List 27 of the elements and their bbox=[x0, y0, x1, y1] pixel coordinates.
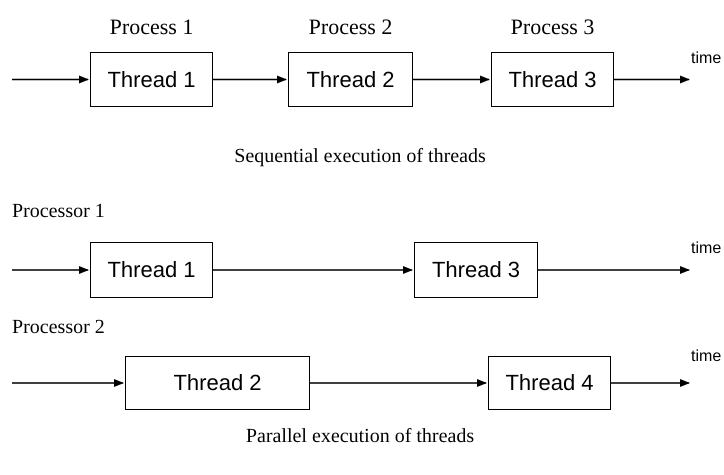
time-label: time bbox=[691, 50, 722, 68]
arrow bbox=[310, 379, 487, 387]
processor-label: Processor 2 bbox=[12, 316, 105, 339]
caption: Parallel execution of threads bbox=[246, 425, 474, 448]
thread-box: Thread 1 bbox=[90, 52, 213, 107]
thread-box: Thread 3 bbox=[491, 52, 614, 107]
arrow bbox=[611, 379, 690, 387]
thread-box: Thread 1 bbox=[90, 242, 213, 298]
caption: Sequential execution of threads bbox=[234, 145, 486, 168]
thread-box: Thread 4 bbox=[488, 356, 611, 410]
arrow bbox=[413, 76, 490, 84]
processor-label: Processor 1 bbox=[12, 200, 105, 223]
arrow bbox=[213, 266, 413, 274]
arrow bbox=[213, 76, 287, 84]
arrow bbox=[12, 266, 89, 274]
process-label: Process 1 bbox=[110, 14, 194, 40]
arrow bbox=[12, 76, 89, 84]
process-label: Process 3 bbox=[510, 14, 594, 40]
time-label: time bbox=[691, 240, 722, 258]
arrow bbox=[12, 379, 124, 387]
arrow bbox=[538, 266, 690, 274]
time-label: time bbox=[691, 348, 722, 366]
thread-box: Thread 3 bbox=[414, 242, 538, 298]
thread-box: Thread 2 bbox=[288, 52, 413, 107]
thread-box: Thread 2 bbox=[125, 356, 310, 410]
process-label: Process 2 bbox=[308, 14, 392, 40]
arrow bbox=[614, 76, 690, 84]
